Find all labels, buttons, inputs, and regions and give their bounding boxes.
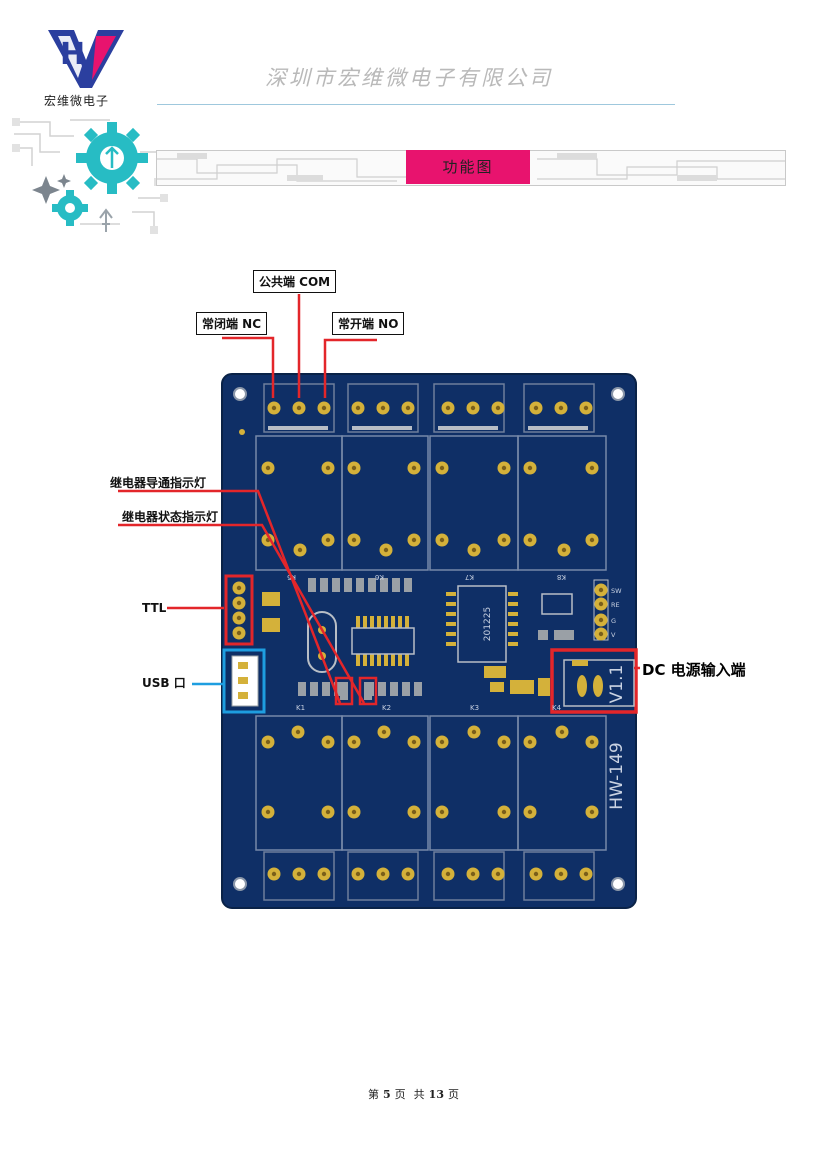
footer-prefix: 第 bbox=[368, 1088, 380, 1101]
company-name: 深圳市宏维微电子有限公司 bbox=[265, 66, 553, 90]
callout-nc: 常闭端 NC bbox=[196, 312, 268, 335]
callout-com: 公共端 COM bbox=[253, 270, 337, 293]
relay-label-bottom: K2 bbox=[382, 704, 391, 712]
relay-label-top: K7 bbox=[465, 573, 474, 581]
relay-label-bottom: K4 bbox=[552, 704, 562, 712]
relay-label-top: K6 bbox=[374, 573, 384, 581]
total-pages: 13 bbox=[428, 1088, 444, 1101]
hv-logo-icon: H bbox=[48, 30, 124, 88]
relay-label-bottom: K3 bbox=[470, 704, 479, 712]
footer-total-prefix: 共 bbox=[413, 1088, 425, 1101]
callout-ttl: TTL bbox=[142, 601, 167, 615]
section-title: 功能图 bbox=[406, 150, 530, 184]
board-version: V1.1 bbox=[607, 665, 627, 704]
logo-text: 宏维微电子 bbox=[44, 94, 110, 108]
callout-dc-input: DC 电源输入端 bbox=[642, 661, 746, 679]
pin-label: SW bbox=[611, 587, 622, 595]
callout-relay-status-led: 继电器状态指示灯 bbox=[122, 510, 219, 524]
footer-page-unit: 页 bbox=[394, 1088, 406, 1101]
footer-total-unit: 页 bbox=[447, 1088, 459, 1101]
callout-relay-on-led: 继电器导通指示灯 bbox=[110, 476, 207, 490]
pin-label: V bbox=[611, 631, 616, 639]
relay-label-top: K8 bbox=[557, 573, 566, 581]
ic-marking: 201225 bbox=[483, 607, 493, 641]
board-model: HW-149 bbox=[607, 742, 627, 810]
callout-no: 常开端 NO bbox=[332, 312, 405, 335]
gear-decoration-icon bbox=[10, 112, 170, 242]
callout-usb: USB 口 bbox=[142, 676, 186, 690]
pin-label: G bbox=[611, 617, 616, 625]
svg-text:H: H bbox=[60, 37, 85, 72]
relay-label-bottom: K1 bbox=[296, 704, 305, 712]
pin-label: RE bbox=[611, 601, 620, 609]
relay-label-top: K5 bbox=[287, 573, 296, 581]
header-divider bbox=[157, 104, 675, 105]
page-number: 5 bbox=[383, 1088, 391, 1101]
logo: H bbox=[44, 20, 128, 90]
relay-board-diagram: 201225 V1.1 K5 K6 K7 K8 bbox=[220, 372, 638, 910]
